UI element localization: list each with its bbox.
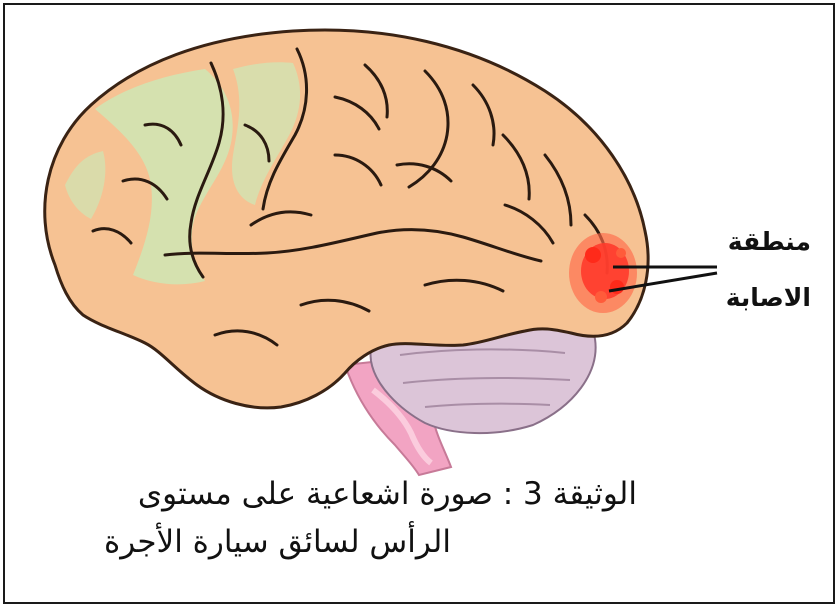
injury-area (569, 233, 637, 313)
caption-line2: الرأس لسائق سيارة الأجرة (104, 519, 451, 565)
document-frame: منطقة الاصابة الوثيقة 3 : صورة اشعاعية ع… (3, 3, 835, 604)
injury-label-line2: الاصابة (726, 283, 811, 312)
injury-label-line1: منطقة (728, 227, 811, 256)
caption-line1: الوثيقة 3 : صورة اشعاعية على مستوى (138, 471, 637, 517)
